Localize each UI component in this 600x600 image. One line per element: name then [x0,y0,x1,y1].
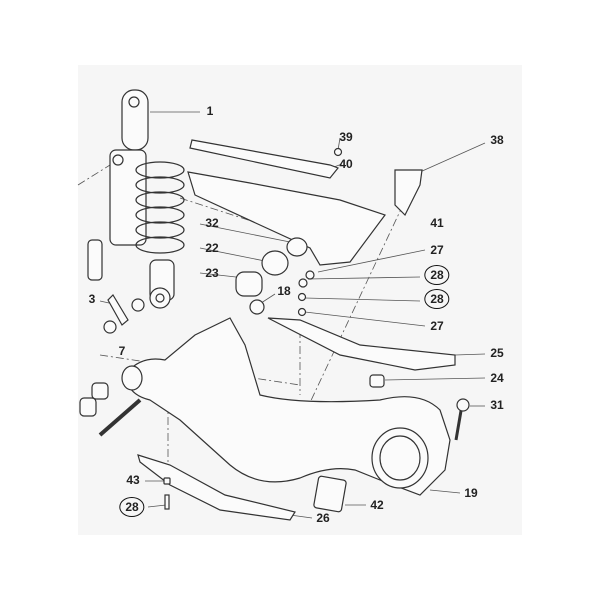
callout-1: 1 [206,104,214,118]
callout-28-circled: 28 [424,289,450,309]
bushings [103,147,343,334]
plate [313,475,347,513]
leader-lines [77,111,486,519]
callout-42: 42 [370,498,384,512]
callout-7: 7 [118,344,126,358]
chain-slider-lower [137,454,296,521]
chain-guard [187,139,423,266]
callout-27: 27 [430,243,444,257]
callout-28-circled: 28 [119,497,145,517]
callout-31: 31 [490,398,504,412]
callout-28-circled: 28 [424,265,450,285]
callout-18: 18 [277,284,291,298]
callout-27: 27 [430,319,444,333]
callout-26: 26 [316,511,330,525]
chain-slider-upper [267,317,456,371]
callout-22: 22 [205,241,219,255]
shock-absorber [87,89,185,309]
callout-32: 32 [205,216,219,230]
callout-38: 38 [490,133,504,147]
callout-19: 19 [464,486,478,500]
callout-43: 43 [126,473,140,487]
callout-25: 25 [490,346,504,360]
callout-23: 23 [205,266,219,280]
callout-40: 40 [339,157,353,171]
callout-24: 24 [490,371,504,385]
callout-3: 3 [88,292,96,306]
swingarm [79,317,470,496]
callout-39: 39 [339,130,353,144]
callout-41: 41 [430,216,444,230]
